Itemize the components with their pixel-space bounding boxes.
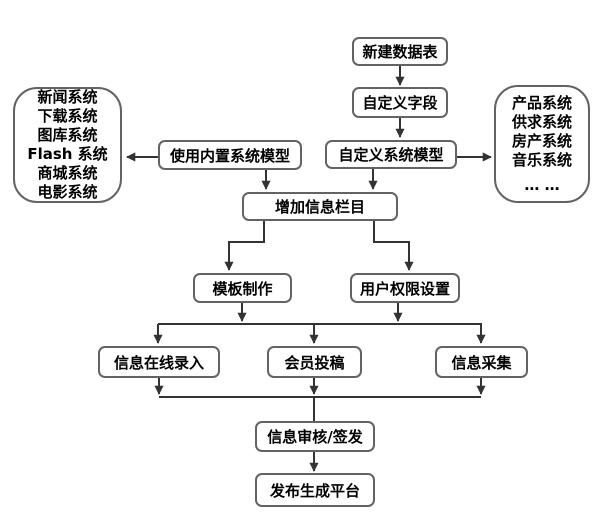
- node-permissions: 用户权限设置: [350, 273, 460, 303]
- node-review: 信息审核/签发: [255, 421, 375, 452]
- node-builtin-model: 使用内置系统模型: [158, 140, 302, 170]
- connector-addcolumns-to-permissions: [373, 221, 414, 271]
- node-publish: 发布生成平台: [255, 473, 375, 507]
- node-custom-model: 自定义系统模型: [325, 140, 457, 169]
- right-panel-line: 音乐系统: [511, 150, 572, 169]
- left-panel-line: Flash 系统: [27, 145, 108, 163]
- node-info-collect: 信息采集: [435, 346, 528, 378]
- node-online-entry: 信息在线录入: [98, 346, 220, 378]
- left-panel-line: 电影系统: [37, 183, 98, 201]
- left-panel-line: 商城系统: [37, 164, 98, 182]
- right-panel-line: 房产系统: [511, 131, 572, 150]
- left-panel-line: 图库系统: [37, 126, 98, 144]
- right-panel-line: 产品系统: [511, 93, 572, 112]
- left-panel-line: 下载系统: [37, 107, 98, 125]
- node-template: 模板制作: [193, 273, 292, 303]
- node-add-columns: 增加信息栏目: [242, 192, 398, 221]
- node-custom-fields: 自定义字段: [352, 87, 448, 118]
- node-create-table: 新建数据表: [352, 37, 448, 66]
- connector-addcolumns-to-template: [224, 221, 265, 271]
- right-panel-line: 供求系统: [511, 112, 572, 131]
- panel-custom-systems: 产品系统 供求系统 房产系统 音乐系统 … …: [494, 85, 590, 203]
- node-member-submit: 会员投稿: [267, 346, 362, 378]
- panel-builtin-systems: 新闻系统 下载系统 图库系统 Flash 系统 商城系统 电影系统: [13, 87, 122, 203]
- right-panel-ellipsis: … …: [524, 175, 560, 194]
- left-panel-line: 新闻系统: [37, 88, 98, 106]
